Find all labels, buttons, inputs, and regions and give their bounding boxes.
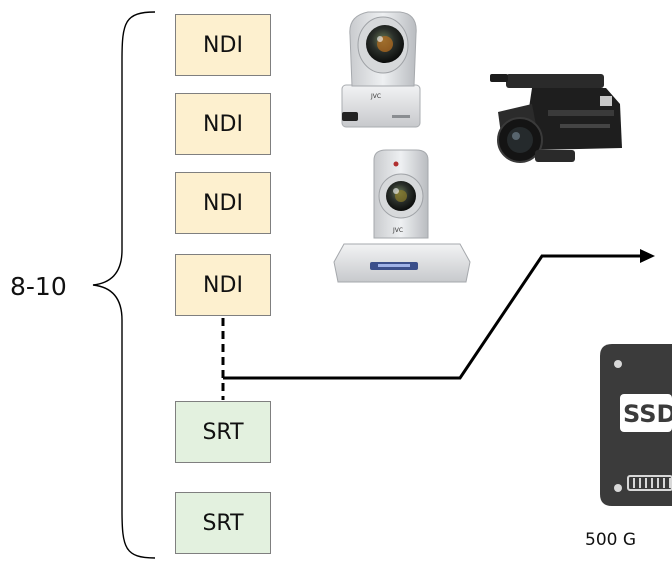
srt-source-1: SRT — [175, 401, 271, 463]
arrow-icon — [640, 249, 655, 263]
ptz-camera-icon: JVC — [341, 11, 421, 128]
svg-text:JVC: JVC — [392, 227, 403, 234]
svg-text:JVC: JVC — [370, 93, 381, 100]
ptz-camera-icon: JVC — [333, 149, 471, 283]
ndi-source-3: NDI — [175, 172, 271, 234]
camcorder-icon — [490, 74, 622, 163]
ssd-label: SSD — [623, 400, 672, 428]
connector-line — [223, 254, 640, 380]
storage-capacity-label: 500 G — [585, 530, 637, 550]
source-count-label: 8-10 — [10, 272, 67, 301]
srt-source-2: SRT — [175, 492, 271, 554]
group-brace — [92, 11, 156, 559]
ndi-source-2: NDI — [175, 93, 271, 155]
ndi-source-4: NDI — [175, 254, 271, 316]
ssd-drive-icon: SSD — [600, 344, 672, 506]
ndi-source-1: NDI — [175, 14, 271, 76]
